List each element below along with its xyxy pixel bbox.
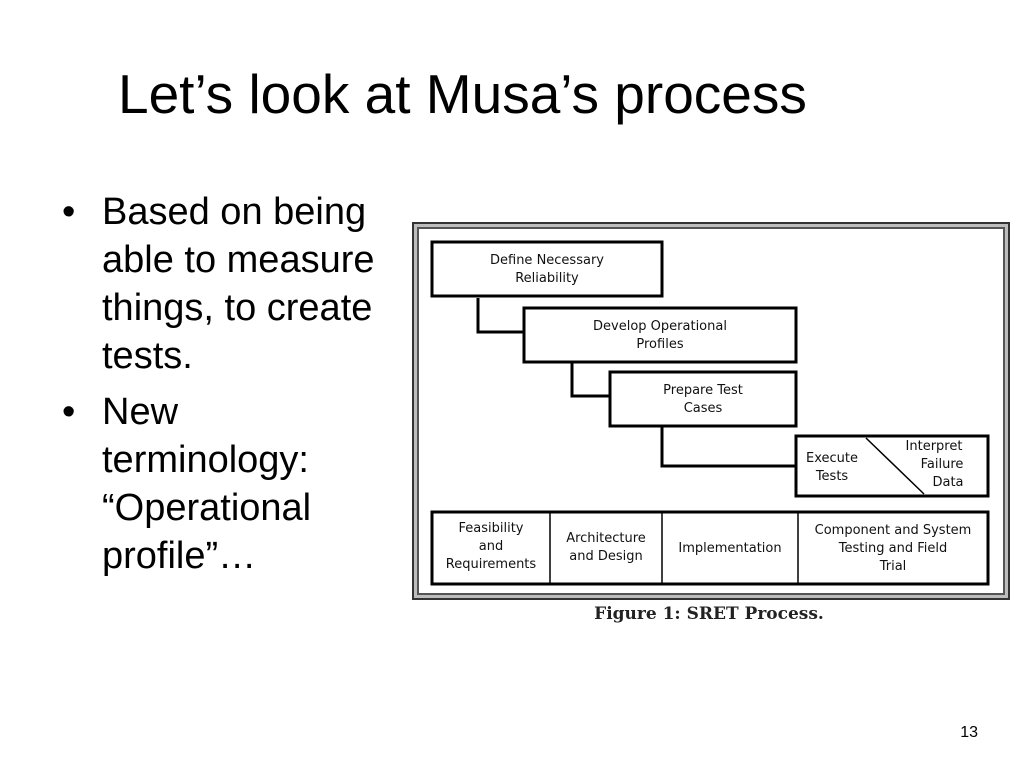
step-3-line-1: Prepare Test [663, 383, 743, 398]
phase-4-line-1: Component and System [815, 523, 972, 538]
connector-3 [660, 426, 796, 468]
sret-diagram: Define Necessary Reliability Develop Ope… [430, 240, 990, 586]
phase-2-line-2: and Design [569, 549, 642, 564]
step-1-line-1: Define Necessary [490, 253, 604, 268]
step-1-line-2: Reliability [515, 271, 579, 286]
step-connectors [476, 298, 796, 468]
phase-1-line-1: Feasibility [459, 521, 524, 536]
connector-1 [476, 298, 524, 334]
step-box-develop-profiles [522, 306, 798, 364]
slide-title: Let’s look at Musa’s process [118, 63, 807, 125]
bullet-text: Based on being able to measure things, t… [102, 191, 375, 377]
step-2-line-1: Develop Operational [593, 319, 727, 334]
phase-4-line-3: Trial [879, 559, 907, 574]
bullet-item: • New terminology: “Operational profile”… [62, 388, 392, 580]
step-3-line-2: Cases [684, 401, 723, 416]
step-box-prepare-test-cases [608, 370, 798, 428]
interpret-line-3: Data [932, 475, 963, 490]
slide-number: 13 [960, 724, 978, 741]
bullet-item: • Based on being able to measure things,… [62, 188, 392, 380]
step-box-define-reliability [430, 240, 664, 298]
execute-interpret-divider [865, 437, 925, 495]
execute-line-1: Execute [806, 451, 858, 466]
figure-caption: Figure 1: SRET Process. [594, 604, 824, 624]
phase-4-line-2: Testing and Field [838, 541, 947, 556]
phase-1-line-2: and [479, 539, 503, 554]
phase-2-line-1: Architecture [566, 531, 646, 546]
bullet-dot: • [62, 391, 76, 433]
sret-process-figure: Define Necessary Reliability Develop Ope… [412, 222, 1010, 600]
step-box-execute-interpret [794, 434, 990, 498]
phase-3-line-1: Implementation [678, 541, 781, 556]
bullet-dot: • [62, 191, 76, 233]
bullet-list: • Based on being able to measure things,… [62, 188, 392, 588]
interpret-line-2: Failure [921, 457, 964, 472]
connector-2 [570, 362, 610, 398]
execute-line-2: Tests [815, 469, 849, 484]
interpret-line-1: Interpret [906, 439, 963, 454]
step-2-line-2: Profiles [636, 337, 683, 352]
bullet-text: New terminology: “Operational profile”… [102, 391, 312, 577]
phase-1-line-3: Requirements [446, 557, 537, 572]
phase-bar [430, 510, 990, 586]
